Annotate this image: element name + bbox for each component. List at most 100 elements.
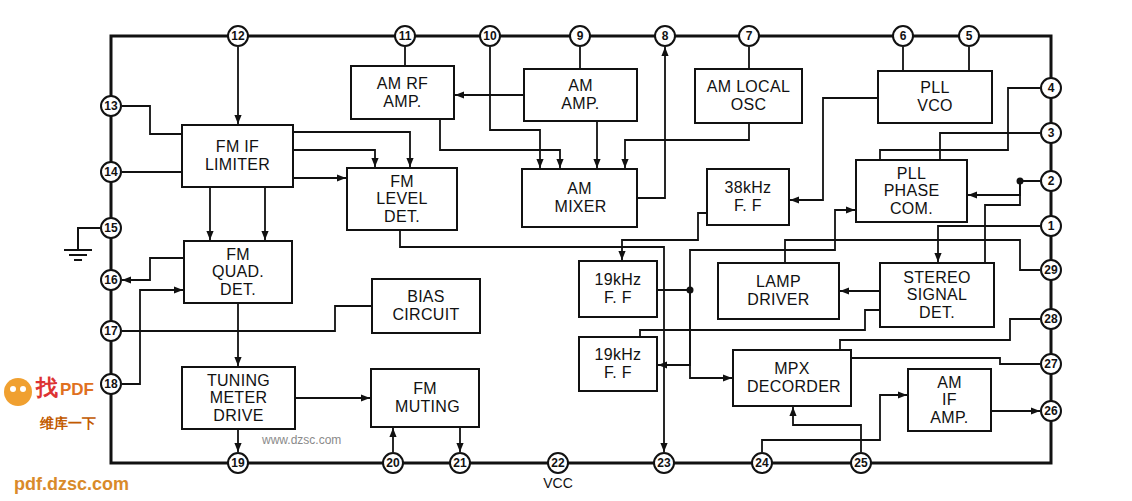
pin-number: 13 [104, 100, 117, 112]
pin-number: 24 [755, 457, 768, 469]
pin-number: 27 [1044, 358, 1057, 370]
block-label: MPX DECORDER [747, 360, 837, 395]
signal-wire [938, 226, 1040, 262]
signal-wire [237, 430, 239, 452]
pin-number: 19 [231, 457, 244, 469]
function-block: PLL VCO [877, 70, 993, 124]
pin-number: 8 [662, 30, 669, 42]
block-label: 19kHz F. F [593, 346, 643, 381]
pin-number: 4 [1048, 82, 1055, 94]
pin-circle: 10 [479, 25, 501, 47]
signal-wire [455, 94, 523, 96]
block-label: PLL PHASE COM. [882, 165, 942, 218]
pin-circle: 15 [100, 217, 122, 239]
pin-circle: 2 [1040, 170, 1062, 192]
pin-circle: 5 [958, 25, 980, 47]
signal-wire [852, 358, 1040, 364]
block-label: TUNING METER DRIVE [199, 372, 279, 425]
pin-circle: 17 [100, 320, 122, 342]
function-block: AM MIXER [521, 168, 638, 228]
pin-number: 2 [1048, 175, 1055, 187]
block-label: 38kHz F. F [723, 179, 773, 214]
pin-number: 16 [104, 274, 117, 286]
pin-number: 26 [1044, 405, 1057, 417]
function-block: FM LEVEL DET. [346, 167, 458, 231]
pin-number: 23 [657, 457, 670, 469]
pin-circle: 25 [850, 452, 872, 474]
pin-number: 18 [104, 378, 117, 390]
signal-wire [992, 410, 1040, 412]
block-label: BIAS CIRCUIT [386, 288, 466, 323]
pin-number: 22 [551, 457, 564, 469]
function-block: STEREO SIGNAL DET. [879, 262, 995, 328]
pin-number: 17 [104, 325, 117, 337]
function-block: FM QUAD. DET. [183, 240, 293, 304]
signal-wire [122, 171, 181, 173]
block-label: AM RF AMP. [373, 75, 433, 110]
signal-wire [459, 428, 461, 452]
package-frame [111, 36, 1051, 463]
signal-wire [625, 124, 749, 168]
signal-wire [294, 177, 346, 179]
pin-number: 20 [386, 457, 399, 469]
pin-number: 25 [854, 457, 867, 469]
pin-circle: 21 [449, 452, 471, 474]
pin-circle: 20 [382, 452, 404, 474]
block-label: LAMP DRIVER [744, 273, 814, 308]
function-block: AM RF AMP. [350, 65, 455, 120]
watermark: www.dzsc.com [262, 434, 341, 447]
pin-circle: 14 [100, 161, 122, 183]
pin-circle: 6 [892, 25, 914, 47]
pin-number: 3 [1048, 127, 1055, 139]
function-block: PLL PHASE COM. [855, 159, 968, 223]
block-label: FM QUAD. DET. [198, 246, 278, 299]
function-block: LAMP DRIVER [717, 262, 840, 320]
pin-circle: 7 [738, 25, 760, 47]
watermark-mascot [4, 378, 32, 406]
pin-number: 15 [104, 222, 117, 234]
signal-wire [793, 407, 861, 452]
pin-number: 9 [577, 30, 584, 42]
mascot-eye [20, 386, 26, 392]
pin-circle: 9 [569, 25, 591, 47]
signal-wire [122, 106, 181, 134]
block-label: 19kHz F. F [593, 271, 643, 306]
pin-number: 29 [1044, 264, 1057, 276]
watermark: PDF [60, 381, 94, 400]
pin-circle: 23 [653, 452, 675, 474]
function-block: 19kHz F. F [578, 260, 658, 318]
signal-wire [294, 132, 410, 167]
signal-wire [638, 47, 665, 198]
signal-wire [237, 47, 239, 124]
pin-circle: 27 [1040, 353, 1062, 375]
function-block: AM IF AMP. [907, 368, 992, 432]
pin-circle: 1 [1040, 215, 1062, 237]
pin-number: 10 [483, 30, 496, 42]
function-block: TUNING METER DRIVE [181, 366, 296, 430]
pin-circle: 12 [227, 25, 249, 47]
function-block: 38kHz F. F [706, 168, 790, 226]
function-block: MPX DECORDER [732, 349, 852, 407]
mascot-eye [10, 386, 16, 392]
block-label: AM IF AMP. [930, 374, 970, 427]
signal-wire [748, 47, 750, 68]
function-block: FM MUTING [370, 368, 480, 428]
block-label: PLL VCO [910, 79, 960, 114]
signal-wire [658, 290, 690, 365]
pin-circle: 29 [1040, 259, 1062, 281]
pin-circle: 11 [394, 25, 416, 47]
function-block: FM IF LIMITER [181, 124, 294, 188]
signal-wire [122, 306, 371, 331]
block-label: AM LOCAL OSC [704, 78, 794, 113]
pin-number: 21 [453, 457, 466, 469]
pin-circle: 19 [227, 452, 249, 474]
pin-number: 11 [399, 30, 412, 42]
pin-number: 28 [1044, 313, 1057, 325]
function-block: AM LOCAL OSC [694, 68, 803, 124]
pin-circle: 26 [1040, 400, 1062, 422]
signal-wire [940, 133, 1040, 159]
signal-wire [902, 47, 904, 70]
signal-wire [294, 150, 375, 167]
supply-label: VCC [543, 476, 573, 491]
block-label: FM IF LIMITER [198, 138, 278, 173]
